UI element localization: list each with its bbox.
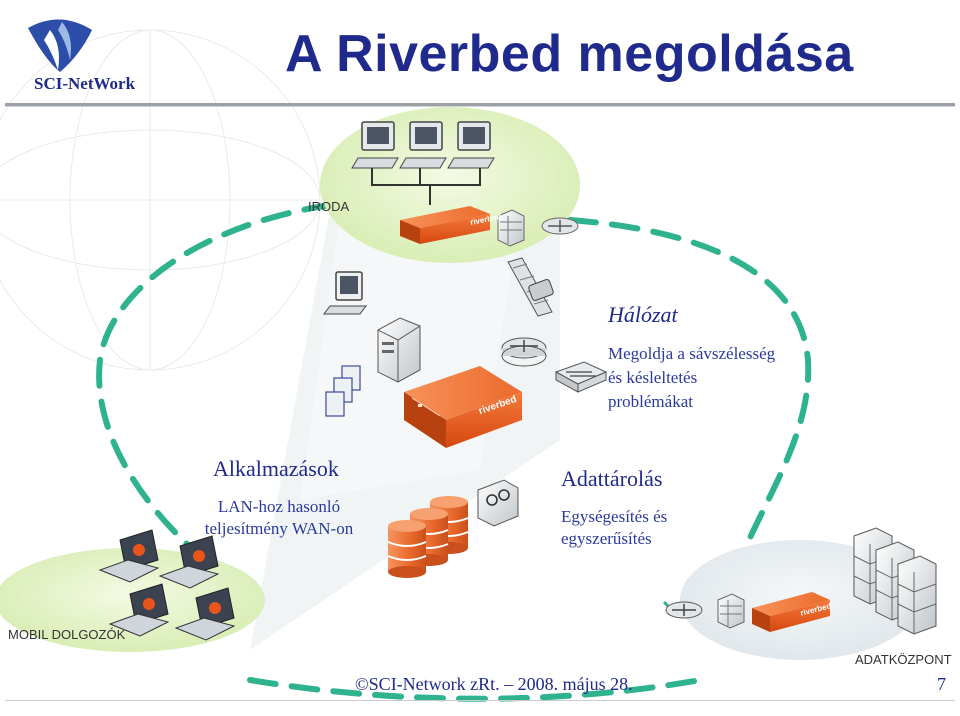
network-line: problémákat [608, 392, 693, 411]
tape-drive-icon [477, 479, 519, 527]
satellite-icon [507, 257, 554, 317]
network-heading: Hálózat [608, 302, 678, 327]
workstation-icon [323, 271, 367, 315]
central-riverbed-appliance-icon [404, 366, 522, 448]
applications-description: LAN-hoz hasonló teljesítmény WAN-on [190, 496, 368, 540]
datacenter-router-icon [662, 600, 703, 619]
storage-heading: Adattárolás [561, 466, 663, 491]
page-title: A Riverbed megoldása [285, 25, 854, 83]
storage-line: egyszerűsítés [561, 529, 652, 548]
wan-switch-icon [554, 361, 608, 393]
office-router-icon [541, 217, 579, 235]
storage-drums-icon [387, 496, 469, 578]
wan-router-icon [501, 337, 547, 367]
mobile-laptops-icon [98, 529, 236, 641]
sci-network-logo-icon [28, 19, 92, 72]
server-racks-icon [853, 527, 937, 635]
datacenter-riverbed-appliance-icon [752, 592, 830, 632]
datacenter-label: ADATKÖZPONT [855, 652, 952, 667]
applications-line: LAN-hoz hasonló [217, 497, 341, 516]
office-riverbed-appliance-icon [400, 206, 490, 244]
network-line: és késleltetés [608, 368, 698, 387]
applications-heading: Alkalmazások [213, 456, 339, 481]
server-tower-icon [377, 317, 421, 383]
datacenter-firewall-icon [717, 593, 745, 629]
network-description: Megoldja a sávszélesség és késleltetés p… [608, 342, 775, 414]
page-number: 7 [937, 674, 946, 694]
office-label: IRODA [308, 199, 350, 214]
footer-copyright: ©SCI-Network zRt. – 2008. május 28. [355, 674, 633, 694]
office-computers-icon [351, 121, 495, 205]
mobile-label: MOBIL DOLGOZÓK [8, 627, 126, 642]
title-divider [5, 103, 955, 106]
wan-dashed-loop [96, 202, 812, 702]
logo-text: SCI-NetWork [34, 74, 136, 93]
storage-description: Egységesítés és egyszerűsítés [561, 506, 667, 550]
office-firewall-icon [497, 209, 525, 247]
network-line: Megoldja a sávszélesség [608, 344, 776, 363]
documents-icon [325, 365, 361, 417]
applications-line: teljesítmény WAN-on [204, 519, 354, 538]
footer-divider [5, 700, 955, 701]
storage-line: Egységesítés és [561, 507, 668, 526]
globe-watermark [0, 29, 321, 371]
